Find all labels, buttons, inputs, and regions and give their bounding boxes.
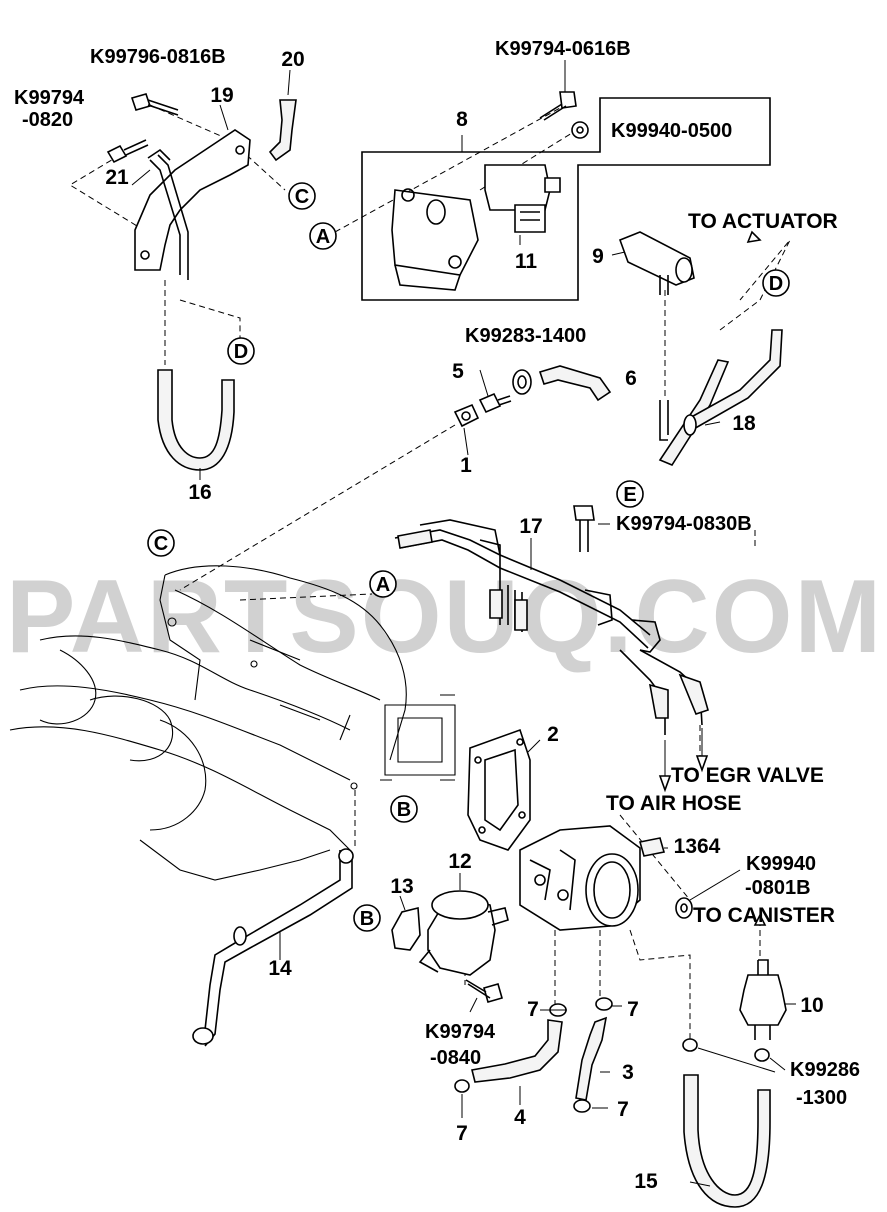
bolt-k99794-0616b — [539, 91, 577, 121]
leader-lines — [131, 60, 796, 1187]
label-k99794-0840-line1: K99794 — [425, 1021, 496, 1043]
label-part-2: 2 — [547, 723, 559, 746]
part-21-pipe — [147, 148, 171, 161]
label-part-8: 8 — [456, 108, 468, 131]
label-k99794-0820-line1: K99794 — [14, 87, 85, 109]
label-part-13: 13 — [390, 875, 413, 898]
callout-d-left: D — [227, 337, 255, 365]
label-k99940-0500: K99940-0500 — [611, 120, 732, 142]
label-part-21: 21 — [105, 166, 129, 189]
part-14-pipe — [192, 848, 354, 1047]
label-k99940-0801b-line2: -0801B — [745, 877, 811, 899]
svg-text:B: B — [360, 908, 374, 930]
bolt-k99794-0840 — [465, 979, 503, 1003]
label-k99286-1300-line1: K99286 — [790, 1059, 860, 1081]
engine-outline — [9, 565, 456, 881]
part-7-clamps — [454, 997, 613, 1113]
label-part-5: 5 — [452, 360, 464, 383]
svg-text:E: E — [623, 484, 636, 506]
part-6-hose — [538, 365, 612, 402]
label-part-6: 6 — [625, 367, 637, 390]
label-part-7-right: 7 — [627, 998, 639, 1021]
label-k99283-1400: K99283-1400 — [465, 325, 586, 347]
bolt-k99796-0816b — [130, 93, 179, 116]
part-2-gasket — [467, 728, 531, 851]
label-k99940-0801b-line1: K99940 — [746, 853, 816, 875]
svg-text:C: C — [154, 533, 168, 555]
label-k99794-0830b: K99794-0830B — [616, 513, 752, 535]
label-k99794-0616b: K99794-0616B — [495, 38, 631, 60]
label-part-10: 10 — [800, 994, 823, 1017]
part-15-hose — [683, 1074, 771, 1208]
callout-c-top: C — [288, 182, 316, 210]
svg-text:C: C — [295, 186, 309, 208]
part-17-pipe-assembly — [394, 519, 709, 735]
label-part-18: 18 — [732, 412, 756, 435]
part-13-clip — [391, 906, 421, 951]
part-3-hose — [575, 1016, 608, 1101]
callout-b-engine: B — [390, 795, 418, 823]
part-1-cap — [453, 403, 480, 428]
label-k99794-0840-line2: -0840 — [430, 1047, 481, 1069]
label-part-3: 3 — [622, 1061, 634, 1084]
label-part-16: 16 — [188, 481, 211, 504]
bolt-k99794-0820 — [106, 139, 149, 164]
label-part-15: 15 — [634, 1170, 658, 1193]
throttle-body — [519, 825, 641, 931]
part-5-connector — [478, 392, 512, 414]
label-part-12: 12 — [448, 850, 471, 873]
label-part-4: 4 — [514, 1106, 526, 1129]
watermark: PARTSOUQ.COM — [6, 559, 883, 675]
label-to-actuator: TO ACTUATOR — [688, 210, 838, 233]
svg-text:A: A — [316, 226, 330, 248]
part-8-assembly-box — [361, 97, 771, 301]
part-12-regulator — [418, 890, 509, 976]
label-to-egr-valve: TO EGR VALVE — [671, 764, 824, 787]
part-10-filter — [739, 959, 787, 1040]
label-k99794-0820-line2: -0820 — [22, 109, 73, 131]
callout-a-top: A — [309, 222, 337, 250]
svg-text:D: D — [234, 341, 248, 363]
part-9-check-valve — [618, 231, 695, 295]
part-16-hose — [157, 369, 235, 471]
svg-text:B: B — [397, 799, 411, 821]
label-part-11: 11 — [515, 250, 538, 273]
part-1364-cap — [638, 837, 666, 857]
label-part-9: 9 — [592, 245, 604, 268]
callout-e: E — [616, 480, 644, 508]
label-part-7-left: 7 — [527, 998, 539, 1021]
label-to-air-hose: TO AIR HOSE — [606, 792, 741, 815]
callout-c-engine: C — [147, 529, 175, 557]
part-4-hose — [471, 1019, 563, 1083]
label-to-canister: TO CANISTER — [693, 904, 835, 927]
part-20-hose — [268, 99, 297, 162]
callout-b-clip: B — [353, 904, 381, 932]
label-part-7-bottom: 7 — [456, 1122, 468, 1145]
part-18-hose-assembly — [658, 329, 783, 466]
bolt-k99794-0830b — [573, 505, 595, 552]
callout-d-right: D — [762, 269, 790, 297]
label-part-19: 19 — [210, 84, 233, 107]
label-part-17: 17 — [519, 515, 542, 538]
part-19-bracket — [134, 129, 251, 280]
clamp-k99283-1400 — [512, 369, 532, 395]
clamps-k99286-1300 — [682, 1038, 770, 1062]
label-part-20: 20 — [281, 48, 304, 71]
label-k99286-1300-line2: -1300 — [796, 1087, 847, 1109]
label-k99796-0816b: K99796-0816B — [90, 46, 226, 68]
washer-k99940-0500 — [571, 121, 589, 139]
label-part-1: 1 — [460, 454, 472, 477]
callout-a-engine: A — [369, 570, 397, 598]
direction-arrows — [658, 230, 767, 926]
label-part-14: 14 — [268, 957, 292, 980]
svg-text:A: A — [376, 574, 390, 596]
label-part-1364: 1364 — [674, 835, 721, 858]
svg-text:D: D — [769, 273, 783, 295]
label-part-7-lower: 7 — [617, 1098, 629, 1121]
washer-k99940-0801b — [675, 897, 693, 919]
